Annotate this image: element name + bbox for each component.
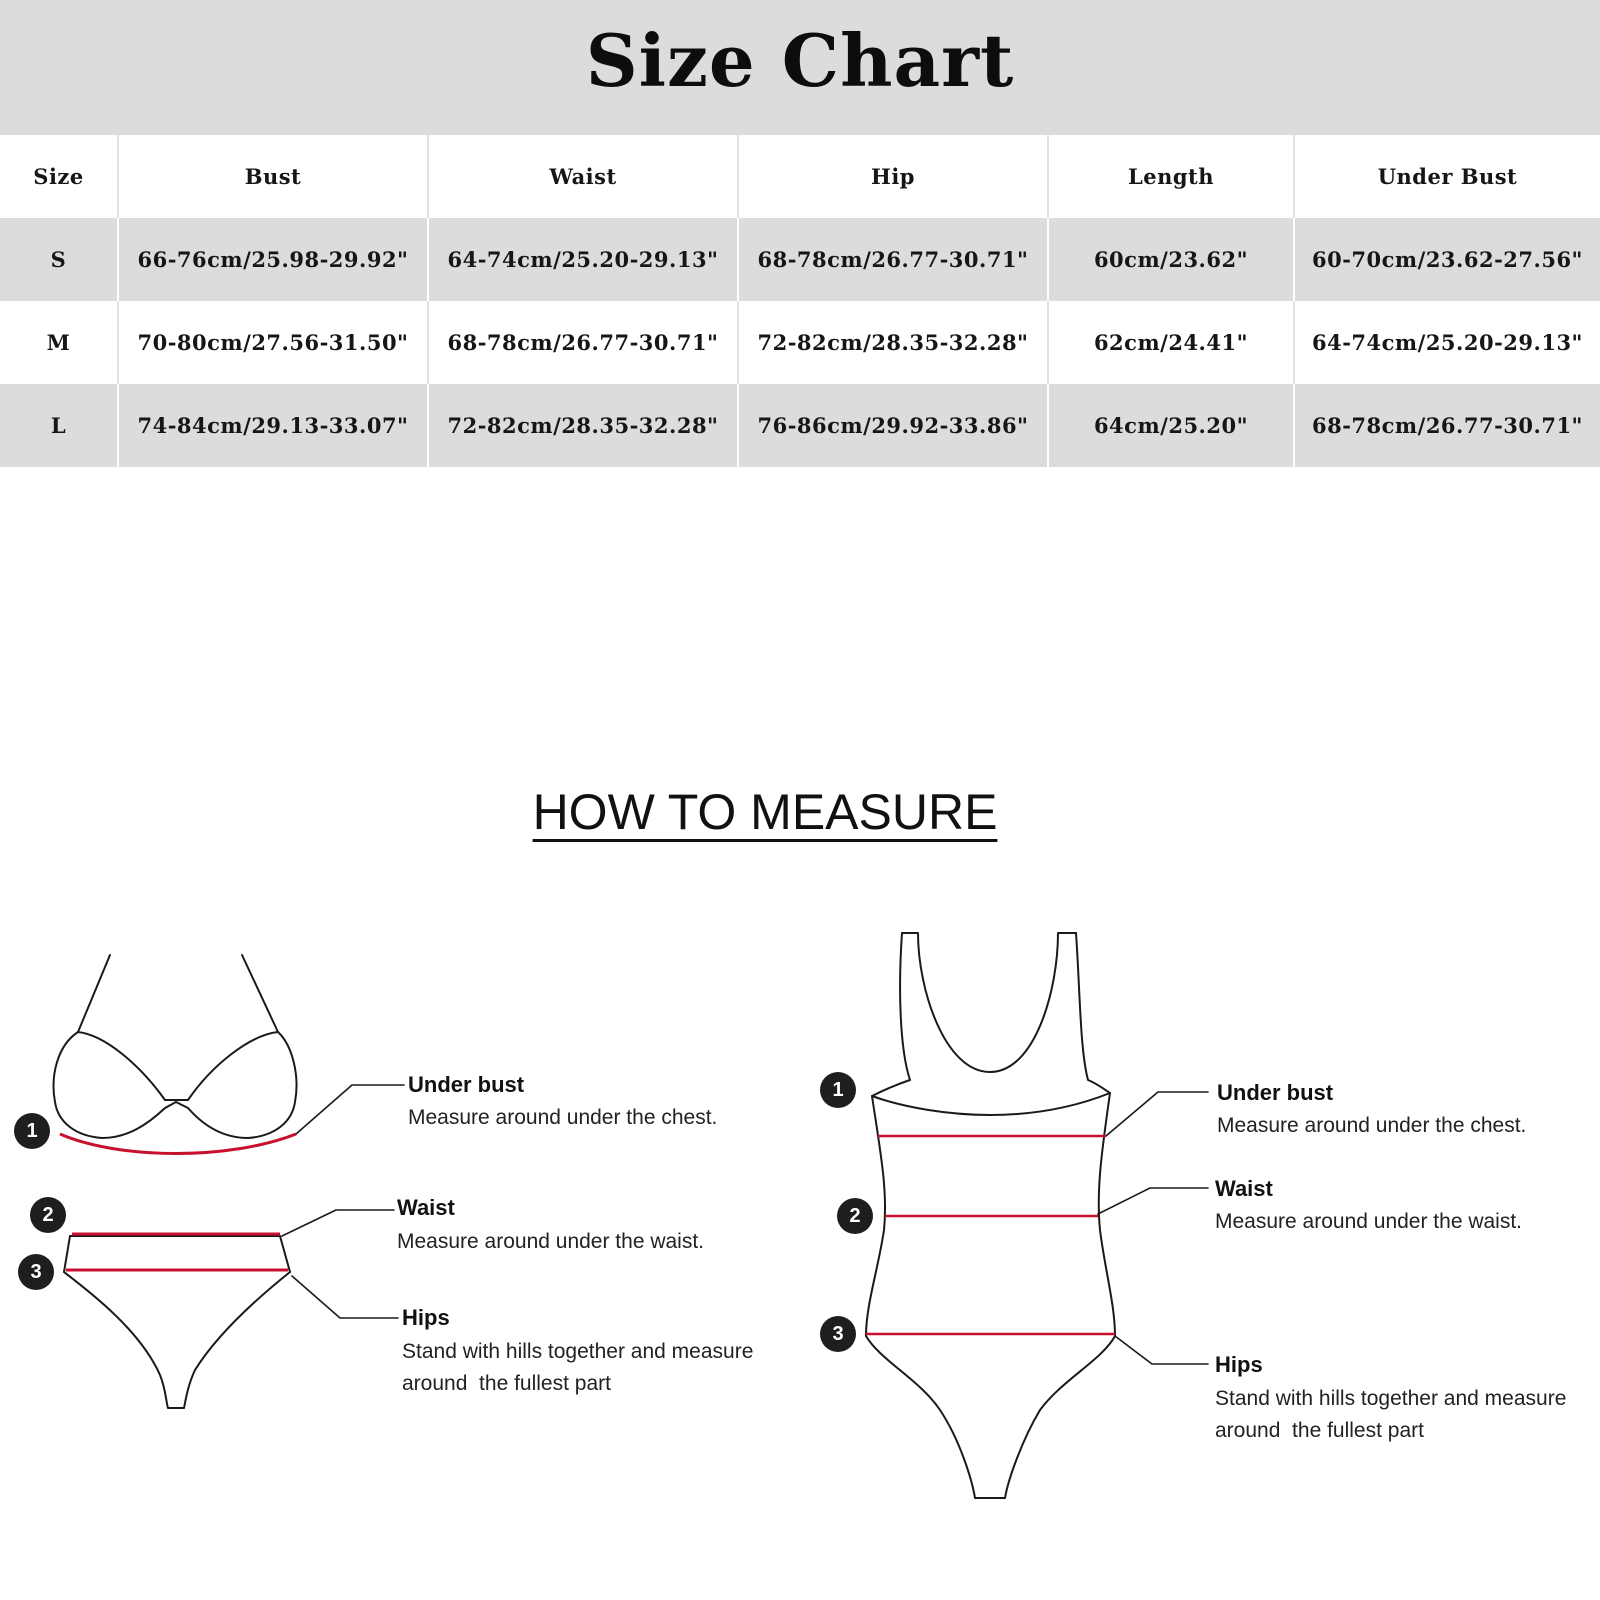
swimsuit-hips-title: Hips: [1215, 1352, 1263, 1377]
table-header-row: Size Bust Waist Hip Length Under Bust: [0, 135, 1600, 218]
swimsuit-waist-title: Waist: [1215, 1176, 1273, 1201]
bikini-bottom-illustration: [63, 1235, 291, 1409]
table-cell: 64-74cm/25.20-29.13": [1293, 301, 1600, 384]
table-cell: 68-78cm/26.77-30.71": [737, 218, 1048, 301]
swimsuit-under-bust-title: Under bust: [1217, 1080, 1334, 1105]
pointer-lines: [281, 1084, 1209, 1365]
bikini-hips-title: Hips: [402, 1305, 450, 1330]
header-bust: Bust: [117, 135, 428, 218]
header-hip: Hip: [737, 135, 1048, 218]
swimsuit-waist-number-badge: 2: [837, 1198, 873, 1234]
bikini-under-bust-line: [59, 1132, 297, 1155]
header-under-bust: Under Bust: [1293, 135, 1600, 218]
swimsuit-under-bust-number-badge: 1: [820, 1072, 856, 1108]
table-cell: 68-78cm/26.77-30.71": [427, 301, 738, 384]
swimsuit-hips-desc-line2: around the fullest part: [1215, 1419, 1424, 1442]
swimsuit-waist-desc: Measure around under the waist.: [1215, 1210, 1523, 1233]
table-cell: S: [50, 247, 67, 272]
table-cell: 60-70cm/23.62-27.56": [1293, 218, 1600, 301]
header-size: Size: [33, 164, 84, 189]
bikini-under-bust-desc: Measure around under the chest.: [408, 1106, 718, 1129]
measurement-lines: [59, 1132, 1115, 1336]
bikini-hips-desc-line2: around the fullest part: [402, 1372, 611, 1395]
table-cell: 72-82cm/28.35-32.28": [427, 384, 738, 467]
bikini-waist-desc: Measure around under the waist.: [397, 1230, 705, 1253]
bikini-top-illustration: [52, 954, 298, 1139]
table-cell: 64cm/25.20": [1047, 384, 1294, 467]
bikini-hips-number-badge: 3: [18, 1254, 54, 1290]
table-cell: L: [50, 413, 67, 438]
page-title: Size Chart: [585, 18, 1015, 103]
swimsuit-under-bust-desc: Measure around under the chest.: [1217, 1114, 1527, 1137]
bikini-under-bust-number-badge: 1: [14, 1113, 50, 1149]
bikini-waist-number-badge: 2: [30, 1197, 66, 1233]
table-cell: 62cm/24.41": [1047, 301, 1294, 384]
table-cell: 66-76cm/25.98-29.92": [117, 218, 428, 301]
table-cell: M: [46, 330, 71, 355]
swimsuit-hips-desc-line1: Stand with hills together and measure: [1215, 1387, 1567, 1410]
bikini-under-bust-title: Under bust: [408, 1072, 525, 1097]
table-cell: 74-84cm/29.13-33.07": [117, 384, 428, 467]
bikini-waist-title: Waist: [397, 1195, 455, 1220]
swimsuit-hips-number-badge: 3: [820, 1316, 856, 1352]
how-to-measure-heading: HOW TO MEASURE: [532, 784, 998, 840]
table-cell: 76-86cm/29.92-33.86": [737, 384, 1048, 467]
table-cell: 68-78cm/26.77-30.71": [1293, 384, 1600, 467]
table-row: M 70-80cm/27.56-31.50" 68-78cm/26.77-30.…: [0, 301, 1600, 384]
table-cell: 70-80cm/27.56-31.50": [117, 301, 428, 384]
table-row: S 66-76cm/25.98-29.92" 64-74cm/25.20-29.…: [0, 218, 1600, 301]
bikini-hips-desc-line1: Stand with hills together and measure: [402, 1340, 754, 1363]
size-table: Size Bust Waist Hip Length Under Bust S …: [0, 135, 1600, 467]
table-cell: 60cm/23.62": [1047, 218, 1294, 301]
table-row: L 74-84cm/29.13-33.07" 72-82cm/28.35-32.…: [0, 384, 1600, 467]
table-cell: 64-74cm/25.20-29.13": [427, 218, 738, 301]
header-waist: Waist: [427, 135, 738, 218]
swimsuit-illustration: [865, 932, 1116, 1499]
table-cell: 72-82cm/28.35-32.28": [737, 301, 1048, 384]
title-band: [0, 0, 1600, 135]
header-length: Length: [1047, 135, 1294, 218]
